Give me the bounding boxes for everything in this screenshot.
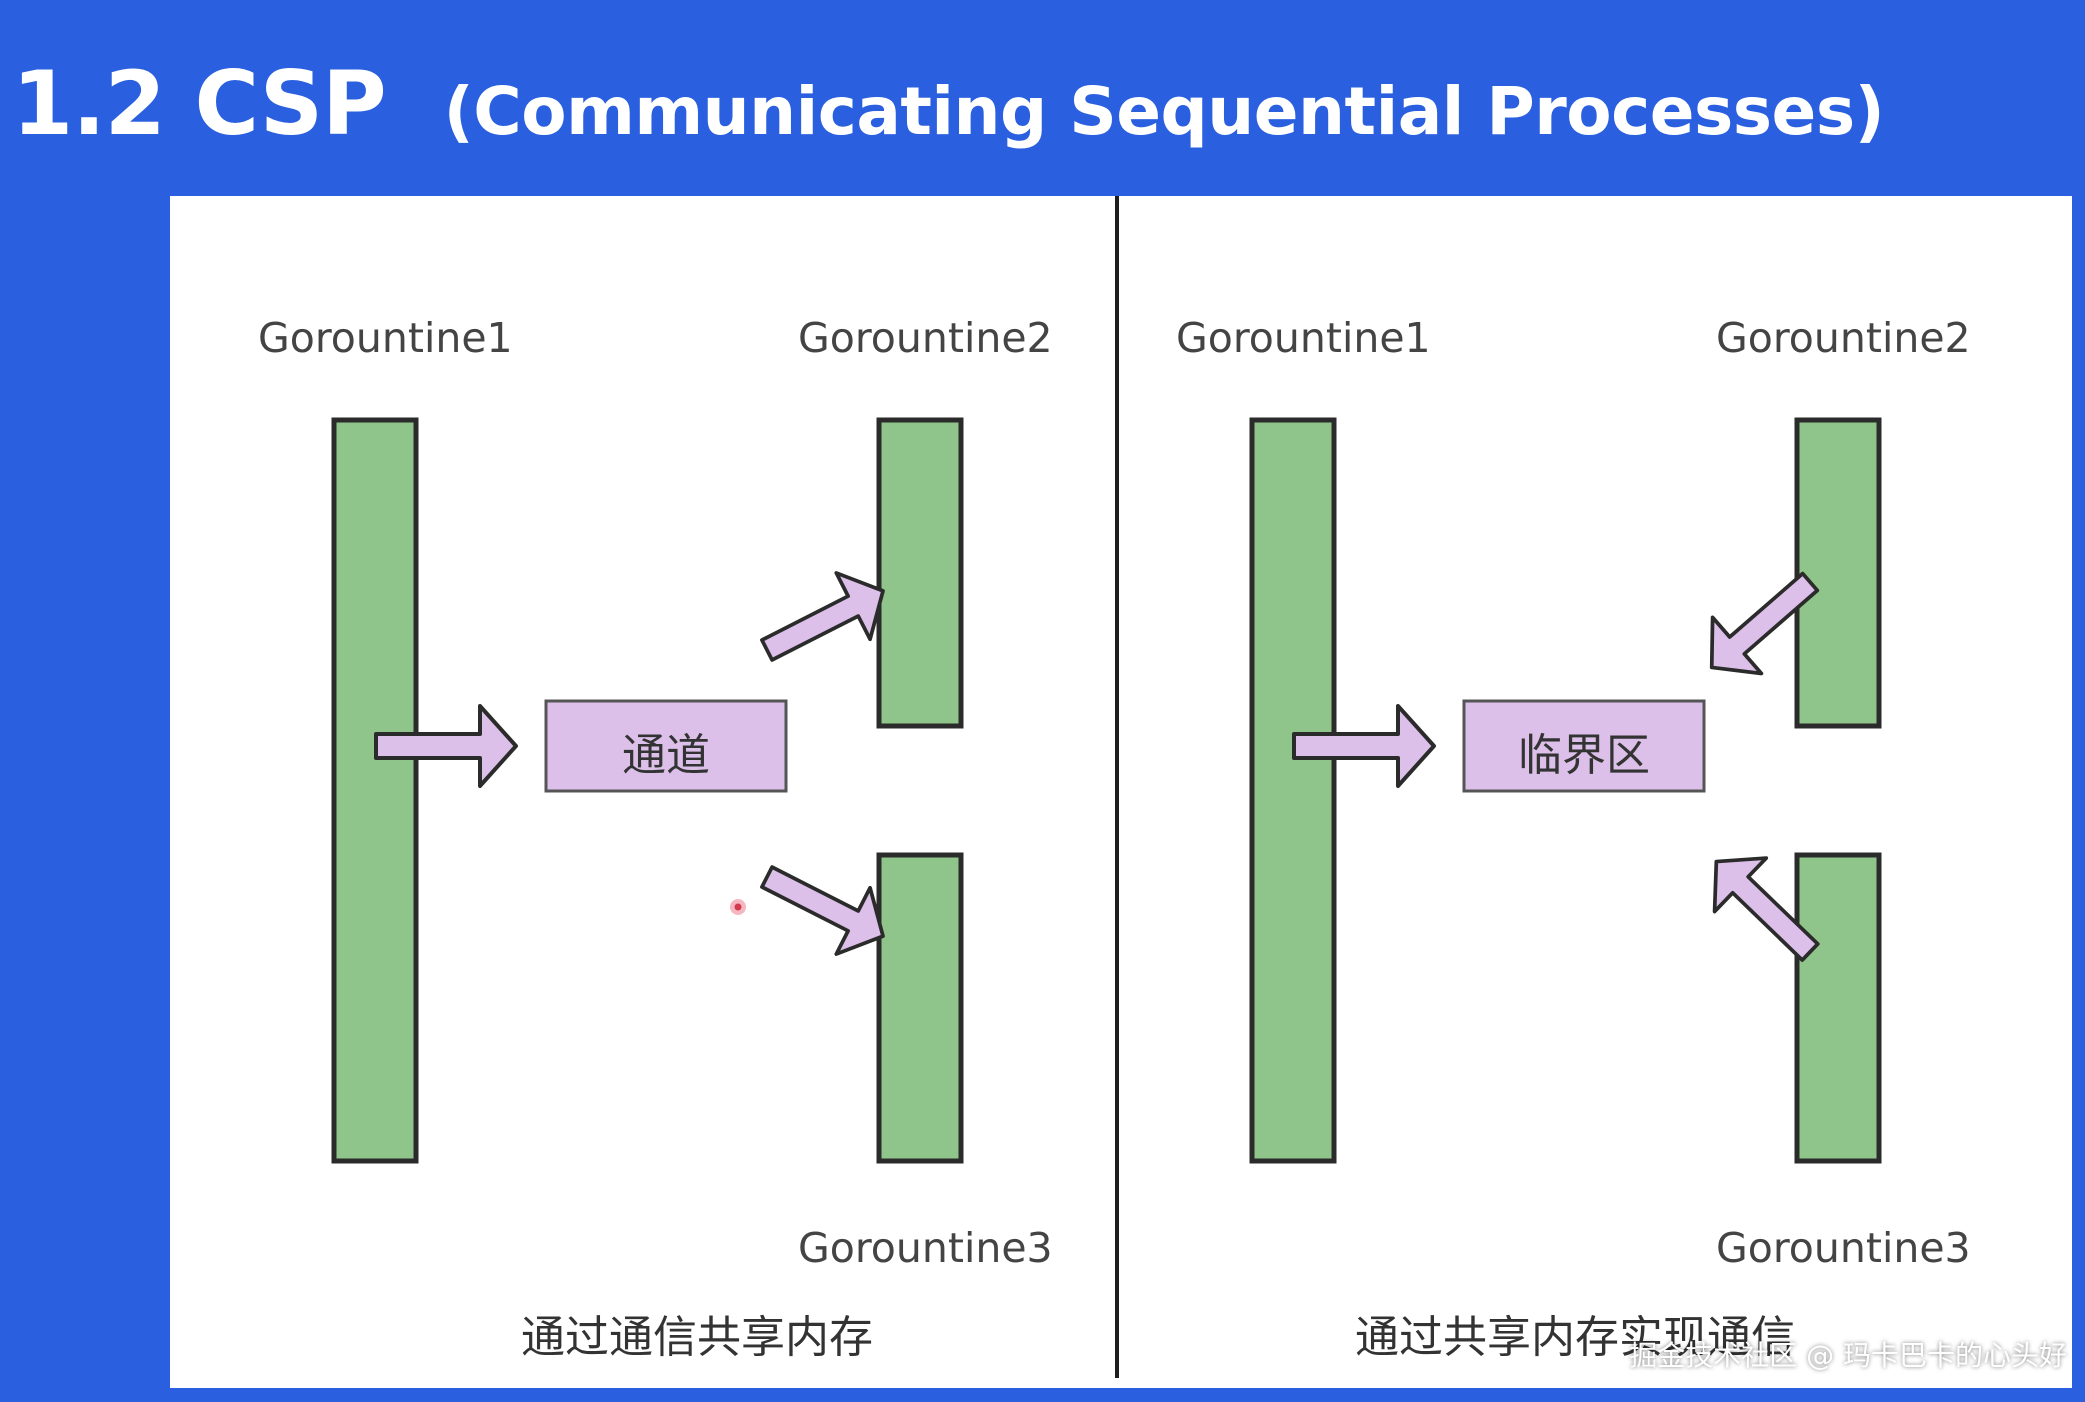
- title-main: 1.2 CSP: [12, 52, 387, 155]
- right-goroutine2-bar: [1794, 417, 1882, 729]
- channel-box-label: 通道: [622, 730, 710, 781]
- critical-section-box: [1462, 699, 1706, 793]
- left-goroutine3-label: Gorountine3: [798, 1224, 1053, 1272]
- right-goroutine1-bar: [1249, 417, 1337, 1164]
- left-goroutine2-bar: [876, 417, 964, 729]
- diagram-canvas: [331, 417, 1882, 1164]
- left-goroutine2-label: Gorountine2: [798, 314, 1053, 362]
- left-goroutine3-bar: [876, 852, 964, 1164]
- right-goroutine3-bar: [1794, 852, 1882, 1164]
- right-goroutine1-label: Gorountine1: [1176, 314, 1431, 362]
- right-goroutine2-label: Gorountine2: [1716, 314, 1971, 362]
- pointer-dot-center: [734, 903, 742, 911]
- channel-box: [544, 699, 788, 793]
- slide-title: 1.2 CSP (Communicating Sequential Process…: [12, 52, 1885, 155]
- panel-divider: [1115, 196, 1119, 1378]
- left-goroutine1-label: Gorountine1: [258, 314, 513, 362]
- right-caption: 通过共享内存实现通信: [1355, 1312, 1795, 1363]
- left-caption: 通过通信共享内存: [521, 1312, 873, 1363]
- critical-section-box-label: 临界区: [1518, 730, 1650, 781]
- title-subtitle: (Communicating Sequential Processes): [443, 73, 1885, 150]
- left-goroutine1-bar: [331, 417, 419, 1164]
- diagram-panel: Gorountine1 Gorountine2 Gorountine3 通道 通…: [170, 196, 2072, 1388]
- watermark: 掘金技术社区 @ 玛卡巴卡的心头好: [1629, 1339, 2067, 1372]
- right-goroutine3-label: Gorountine3: [1716, 1224, 1971, 1272]
